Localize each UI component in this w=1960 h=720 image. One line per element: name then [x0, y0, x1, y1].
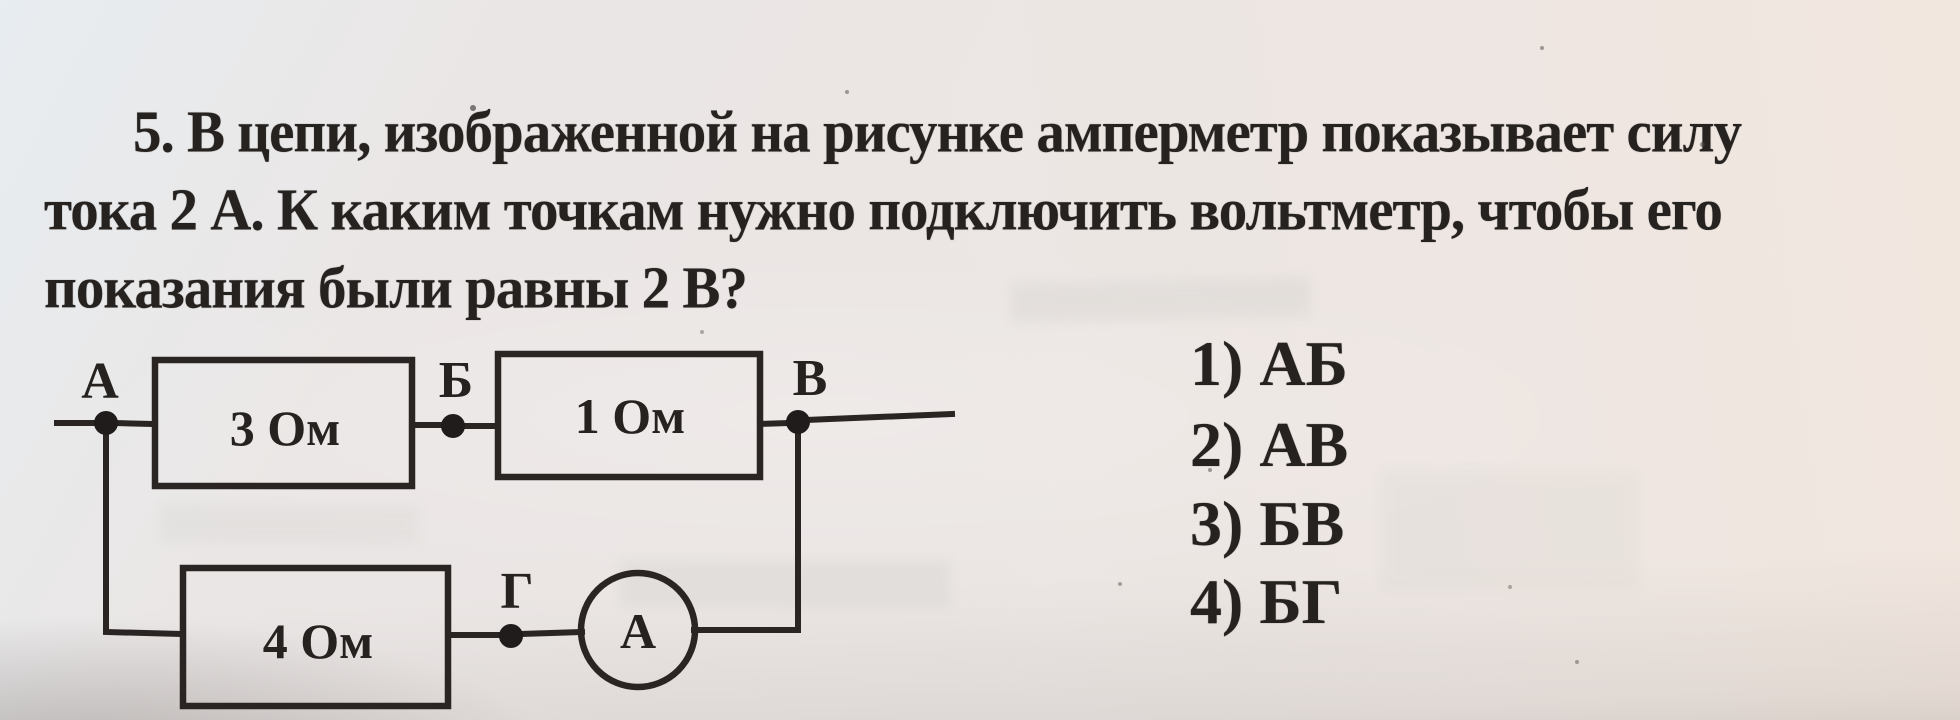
- resistor-1om-box: [494, 350, 764, 481]
- paper-speck: [1575, 660, 1579, 664]
- node-a-label: А: [81, 353, 119, 410]
- answer-option-3: 3) БВ: [1190, 488, 1345, 559]
- wire-ammeter-up-to-v: [691, 430, 801, 633]
- paper-speck: [1540, 46, 1544, 50]
- node-b-dot: [441, 414, 465, 438]
- bleed-through-mark: [160, 505, 420, 543]
- question-line-1: 5. В цепи, изображенной на рисунке ампер…: [133, 99, 1742, 166]
- paper-speck: [845, 90, 849, 94]
- question-line-2: тока 2 А. К каким точкам нужно подключит…: [44, 177, 1723, 244]
- resistor-1om-label: 1 Ом: [575, 388, 685, 444]
- paper-speck: [1118, 582, 1122, 586]
- resistor-4om-label: 4 Ом: [263, 613, 373, 669]
- paper-speck: [700, 330, 704, 334]
- ammeter-label: А: [620, 603, 656, 659]
- paper-speck: [470, 105, 476, 111]
- node-a-dot: [94, 411, 118, 435]
- answer-option-1: 1) АБ: [1190, 328, 1348, 399]
- wire-a-to-r1: [110, 419, 159, 428]
- answer-option-2: 2) АВ: [1190, 409, 1349, 480]
- resistor-4om-box: [179, 564, 452, 710]
- node-v-label: В: [793, 350, 828, 407]
- wire-right-stub: [802, 410, 956, 424]
- wire-g-to-ammeter: [516, 628, 586, 638]
- answer-option-4: 4) БГ: [1190, 566, 1343, 637]
- paper-speck: [1508, 585, 1512, 589]
- paper-speck: [1208, 468, 1212, 472]
- resistor-3om-label: 3 Ом: [230, 400, 340, 456]
- node-g-label: Г: [500, 563, 533, 620]
- node-g-dot: [499, 624, 523, 648]
- paper-speck: [1700, 142, 1705, 147]
- ammeter-circle: [577, 569, 699, 691]
- node-v-dot: [786, 410, 810, 434]
- wire-a-down: [103, 430, 187, 638]
- question-line-3: показания были равны 2 В?: [44, 255, 748, 322]
- node-b-label: Б: [439, 352, 473, 409]
- bleed-through-mark: [1380, 470, 1640, 590]
- wire-r2-to-v: [756, 419, 794, 428]
- resistor-3om-box: [151, 356, 416, 490]
